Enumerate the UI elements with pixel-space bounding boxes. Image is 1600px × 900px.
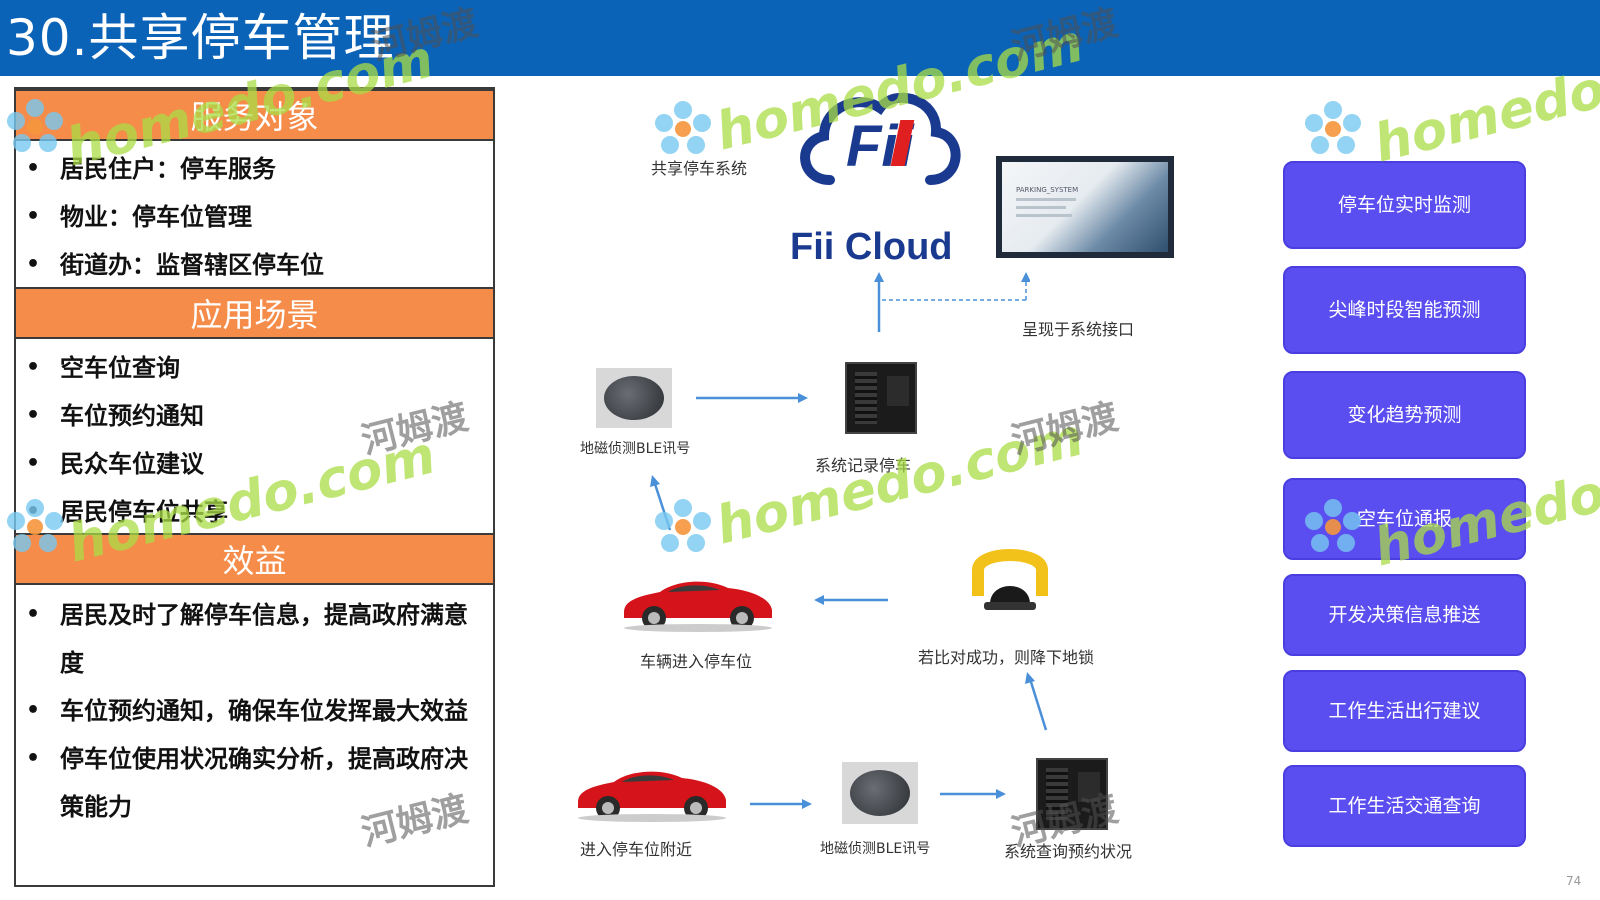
- list-item: 物业：停车位管理: [16, 193, 493, 241]
- server-icon: [845, 362, 917, 434]
- arrow-lock-to-car: [814, 595, 888, 605]
- list-item: 居民停车位共享: [16, 488, 493, 536]
- trend-prediction-button[interactable]: 变化趋势预测: [1283, 371, 1526, 459]
- page-title: 30.共享停车管理: [6, 9, 395, 67]
- red-car-icon: [624, 581, 772, 632]
- server1-label: 系统记录停车: [815, 456, 912, 475]
- fii-cloud-logo-icon: Fii: [800, 92, 961, 185]
- parking-system-label: PARKING_SYSTEM: [1016, 186, 1079, 194]
- red-car-icon: [578, 771, 726, 822]
- application-scenarios-list: 空车位查询 车位预约通知 民众车位建议 居民停车位共享: [16, 344, 493, 536]
- section-heading-benefits: 效益: [16, 533, 493, 585]
- list-item: 民众车位建议: [16, 440, 493, 488]
- list-item: 居民及时了解停车信息，提高政府满意度: [16, 591, 493, 687]
- watermark-flower-icon: [1305, 499, 1361, 552]
- vacancy-notice-button[interactable]: 空车位通报: [1283, 478, 1526, 560]
- list-item: 车位预约通知: [16, 392, 493, 440]
- watermark-text: 河姆渡: [1007, 396, 1123, 463]
- service-targets-list: 居民住户：停车服务 物业：停车位管理 街道办：监督辖区停车位: [16, 145, 493, 289]
- peak-prediction-button[interactable]: 尖峰时段智能预测: [1283, 266, 1526, 354]
- car1-label: 车辆进入停车位: [640, 652, 753, 671]
- car2-label: 进入停车位附近: [580, 840, 693, 859]
- benefits-list: 居民及时了解停车信息，提高政府满意度 车位预约通知，确保车位发挥最大效益 停车位…: [16, 591, 493, 831]
- title-bar: 30.共享停车管理: [0, 0, 1600, 76]
- section-heading-application-scenarios: 应用场景: [16, 287, 493, 339]
- list-item: 停车位使用状况确实分析，提高政府决策能力: [16, 735, 493, 831]
- sensor1-label: 地磁侦测BLE讯号: [580, 441, 691, 457]
- arrow-server-to-lock: [1025, 672, 1048, 731]
- fii-cloud-brand: Fii Cloud: [790, 226, 953, 268]
- magnetic-sensor-icon: [842, 762, 918, 824]
- decision-push-button[interactable]: 开发决策信息推送: [1283, 574, 1526, 656]
- traffic-query-button[interactable]: 工作生活交通查询: [1283, 765, 1526, 847]
- travel-advice-button[interactable]: 工作生活出行建议: [1283, 670, 1526, 752]
- list-item: 车位预约通知，确保车位发挥最大效益: [16, 687, 493, 735]
- interface-label: 呈现于系统接口: [1022, 320, 1135, 339]
- arrow-car2-to-sensor2: [750, 799, 812, 809]
- magnetic-sensor-icon: [596, 368, 672, 428]
- list-item: 街道办：监督辖区停车位: [16, 241, 493, 289]
- page-number: 74: [1566, 874, 1582, 888]
- list-item: 空车位查询: [16, 344, 493, 392]
- sensor2-label: 地磁侦测BLE讯号: [820, 841, 931, 857]
- realtime-monitoring-button[interactable]: 停车位实时监测: [1283, 161, 1526, 249]
- shared-parking-system-caption: 共享停车系统: [651, 159, 748, 178]
- arrow-to-cloud: [874, 272, 1030, 332]
- arrow-sensor-to-server: [696, 393, 808, 403]
- watermark-flower-icon: [7, 499, 63, 552]
- server2-label: 系统查询预约状况: [1004, 842, 1133, 861]
- watermark-flower-icon: [1305, 101, 1361, 154]
- watermark-flower-icon: [655, 101, 711, 154]
- lock-label: 若比对成功，则降下地锁: [918, 648, 1095, 667]
- server-icon: [1036, 758, 1108, 830]
- list-item: 居民住户：停车服务: [16, 145, 493, 193]
- watermark-flower-icon: [655, 499, 711, 552]
- section-heading-service-targets: 服务对象: [16, 89, 493, 141]
- watermark-flower-icon: [7, 99, 63, 152]
- arrow-sensor2-to-server2: [940, 789, 1006, 799]
- parking-system-screen: PARKING_SYSTEM: [996, 156, 1174, 258]
- parking-lock-icon: [972, 549, 1048, 610]
- left-info-panel: 服务对象 居民住户：停车服务 物业：停车位管理 街道办：监督辖区停车位 应用场景…: [14, 87, 495, 887]
